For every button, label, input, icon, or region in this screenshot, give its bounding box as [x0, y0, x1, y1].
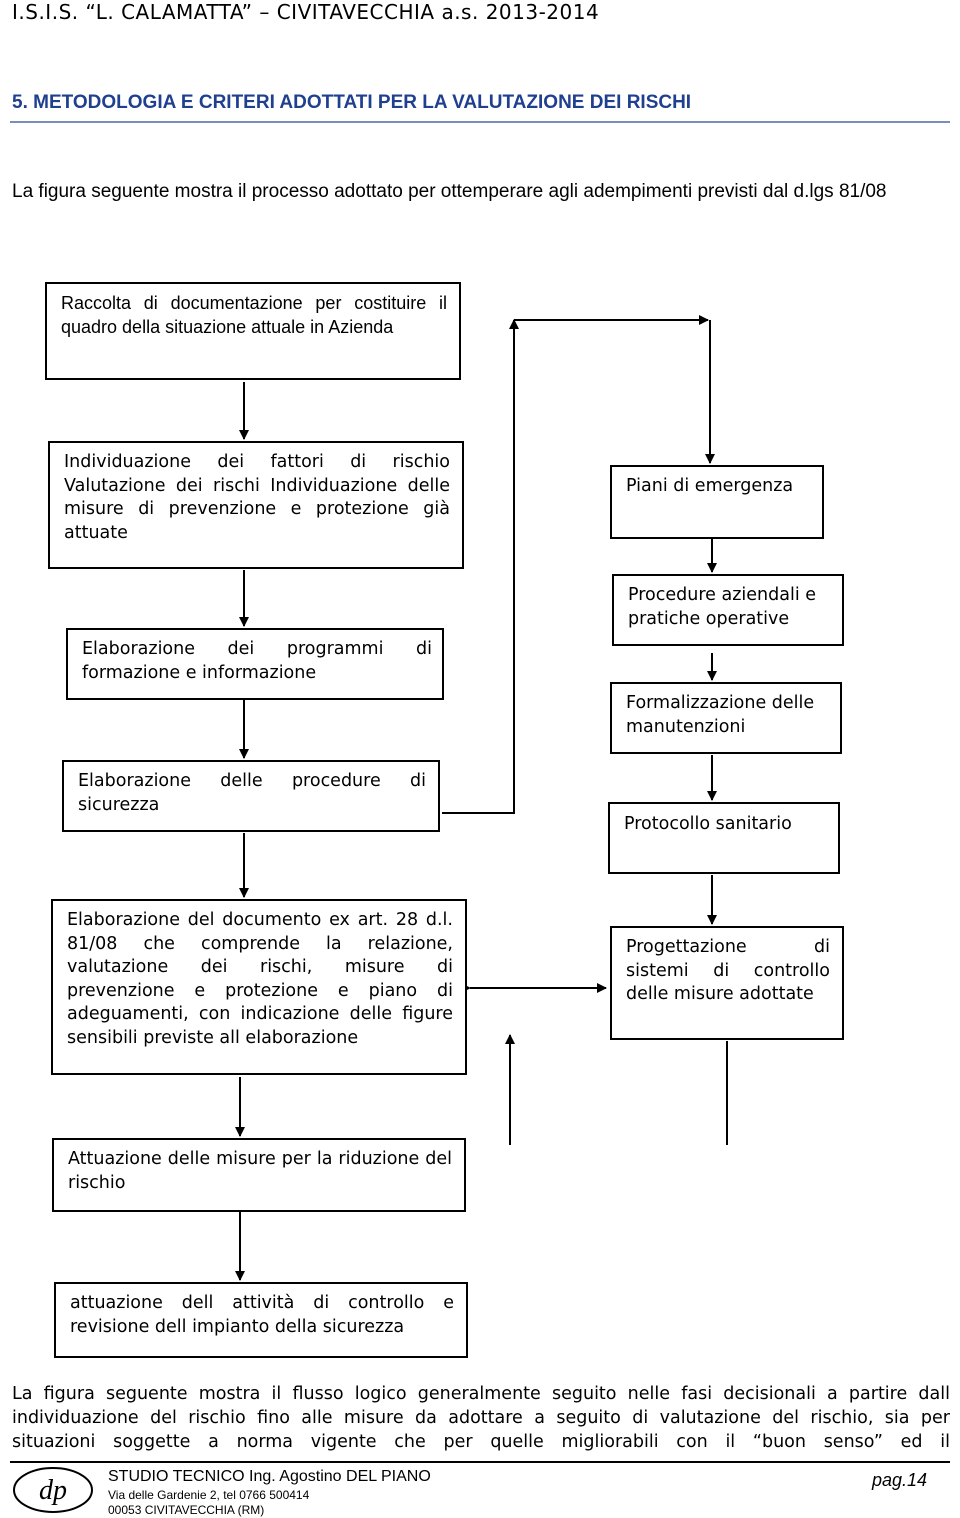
page-number: pag.14 — [872, 1470, 928, 1490]
box-procedure-sicurezza: Elaborazione delle procedure di sicurezz… — [62, 760, 440, 832]
box-piani-emergenza-text: Piani di emergenza — [626, 476, 794, 496]
box-attuazione-controllo: attuazione dell attività di controllo e … — [54, 1282, 468, 1358]
studio-logo: dp — [13, 1467, 93, 1513]
box-procedure-aziendali-text: Procedure aziendali e pratiche operative — [628, 585, 817, 629]
section-title-underline — [10, 121, 950, 123]
box-procedure-aziendali: Procedure aziendali e pratiche operative — [612, 574, 844, 646]
box-raccolta-documentazione: Raccolta di documentazione per costituir… — [45, 282, 461, 380]
box-manutenzioni-text: Formalizzazione delle manutenzioni — [626, 693, 815, 737]
section-title: 5. METODOLOGIA E CRITERI ADOTTATI PER LA… — [12, 92, 692, 113]
box-formazione-text: Elaborazione dei programmi di formazione… — [82, 639, 432, 683]
studio-name: STUDIO TECNICO Ing. Agostino DEL PIANO — [108, 1468, 431, 1485]
box-attuazione-controllo-text: attuazione dell attività di controllo e … — [70, 1293, 454, 1337]
box-protocollo-sanitario: Protocollo sanitario — [608, 802, 840, 874]
box-progettazione-text: Progettazione di sistemi di controllo de… — [626, 937, 830, 1004]
intro-paragraph: La figura seguente mostra il processo ad… — [12, 181, 887, 202]
arrow-procedure-loop-up — [442, 319, 519, 814]
box-attuazione-misure: Attuazione delle misure per la riduzione… — [52, 1138, 466, 1212]
box-raccolta-text: Raccolta di documentazione per costituir… — [61, 293, 447, 337]
box-progettazione-controllo: Progettazione di sistemi di controllo de… — [610, 926, 844, 1040]
box-documento-text: Elaborazione del documento ex art. 28 d.… — [67, 910, 453, 1048]
studio-address-line-1: Via delle Gardenie 2, tel 0766 500414 — [108, 1488, 310, 1502]
box-formazione-informazione: Elaborazione dei programmi di formazione… — [66, 628, 444, 700]
footer-rule — [10, 1461, 950, 1463]
box-elaborazione-documento: Elaborazione del documento ex art. 28 d.… — [51, 899, 467, 1075]
page-header: I.S.I.S. “L. CALAMATTA” – CIVITAVECCHIA … — [12, 0, 600, 24]
box-piani-emergenza: Piani di emergenza — [610, 465, 824, 539]
box-protocollo-text: Protocollo sanitario — [624, 814, 792, 834]
box-manutenzioni: Formalizzazione delle manutenzioni — [610, 682, 842, 754]
box-individuazione-rischi: Individuazione dei fattori di rischio Va… — [48, 441, 464, 569]
box-attuazione-misure-text: Attuazione delle misure per la riduzione… — [68, 1149, 452, 1193]
studio-address-line-2: 00053 CIVITAVECCHIA (RM) — [108, 1503, 265, 1517]
closing-paragraph: La figura seguente mostra il flusso logi… — [12, 1384, 950, 1452]
logo-letters: dp — [39, 1475, 67, 1506]
box-procedure-sicurezza-text: Elaborazione delle procedure di sicurezz… — [78, 771, 426, 815]
box-individuazione-text: Individuazione dei fattori di rischio Va… — [64, 452, 450, 543]
